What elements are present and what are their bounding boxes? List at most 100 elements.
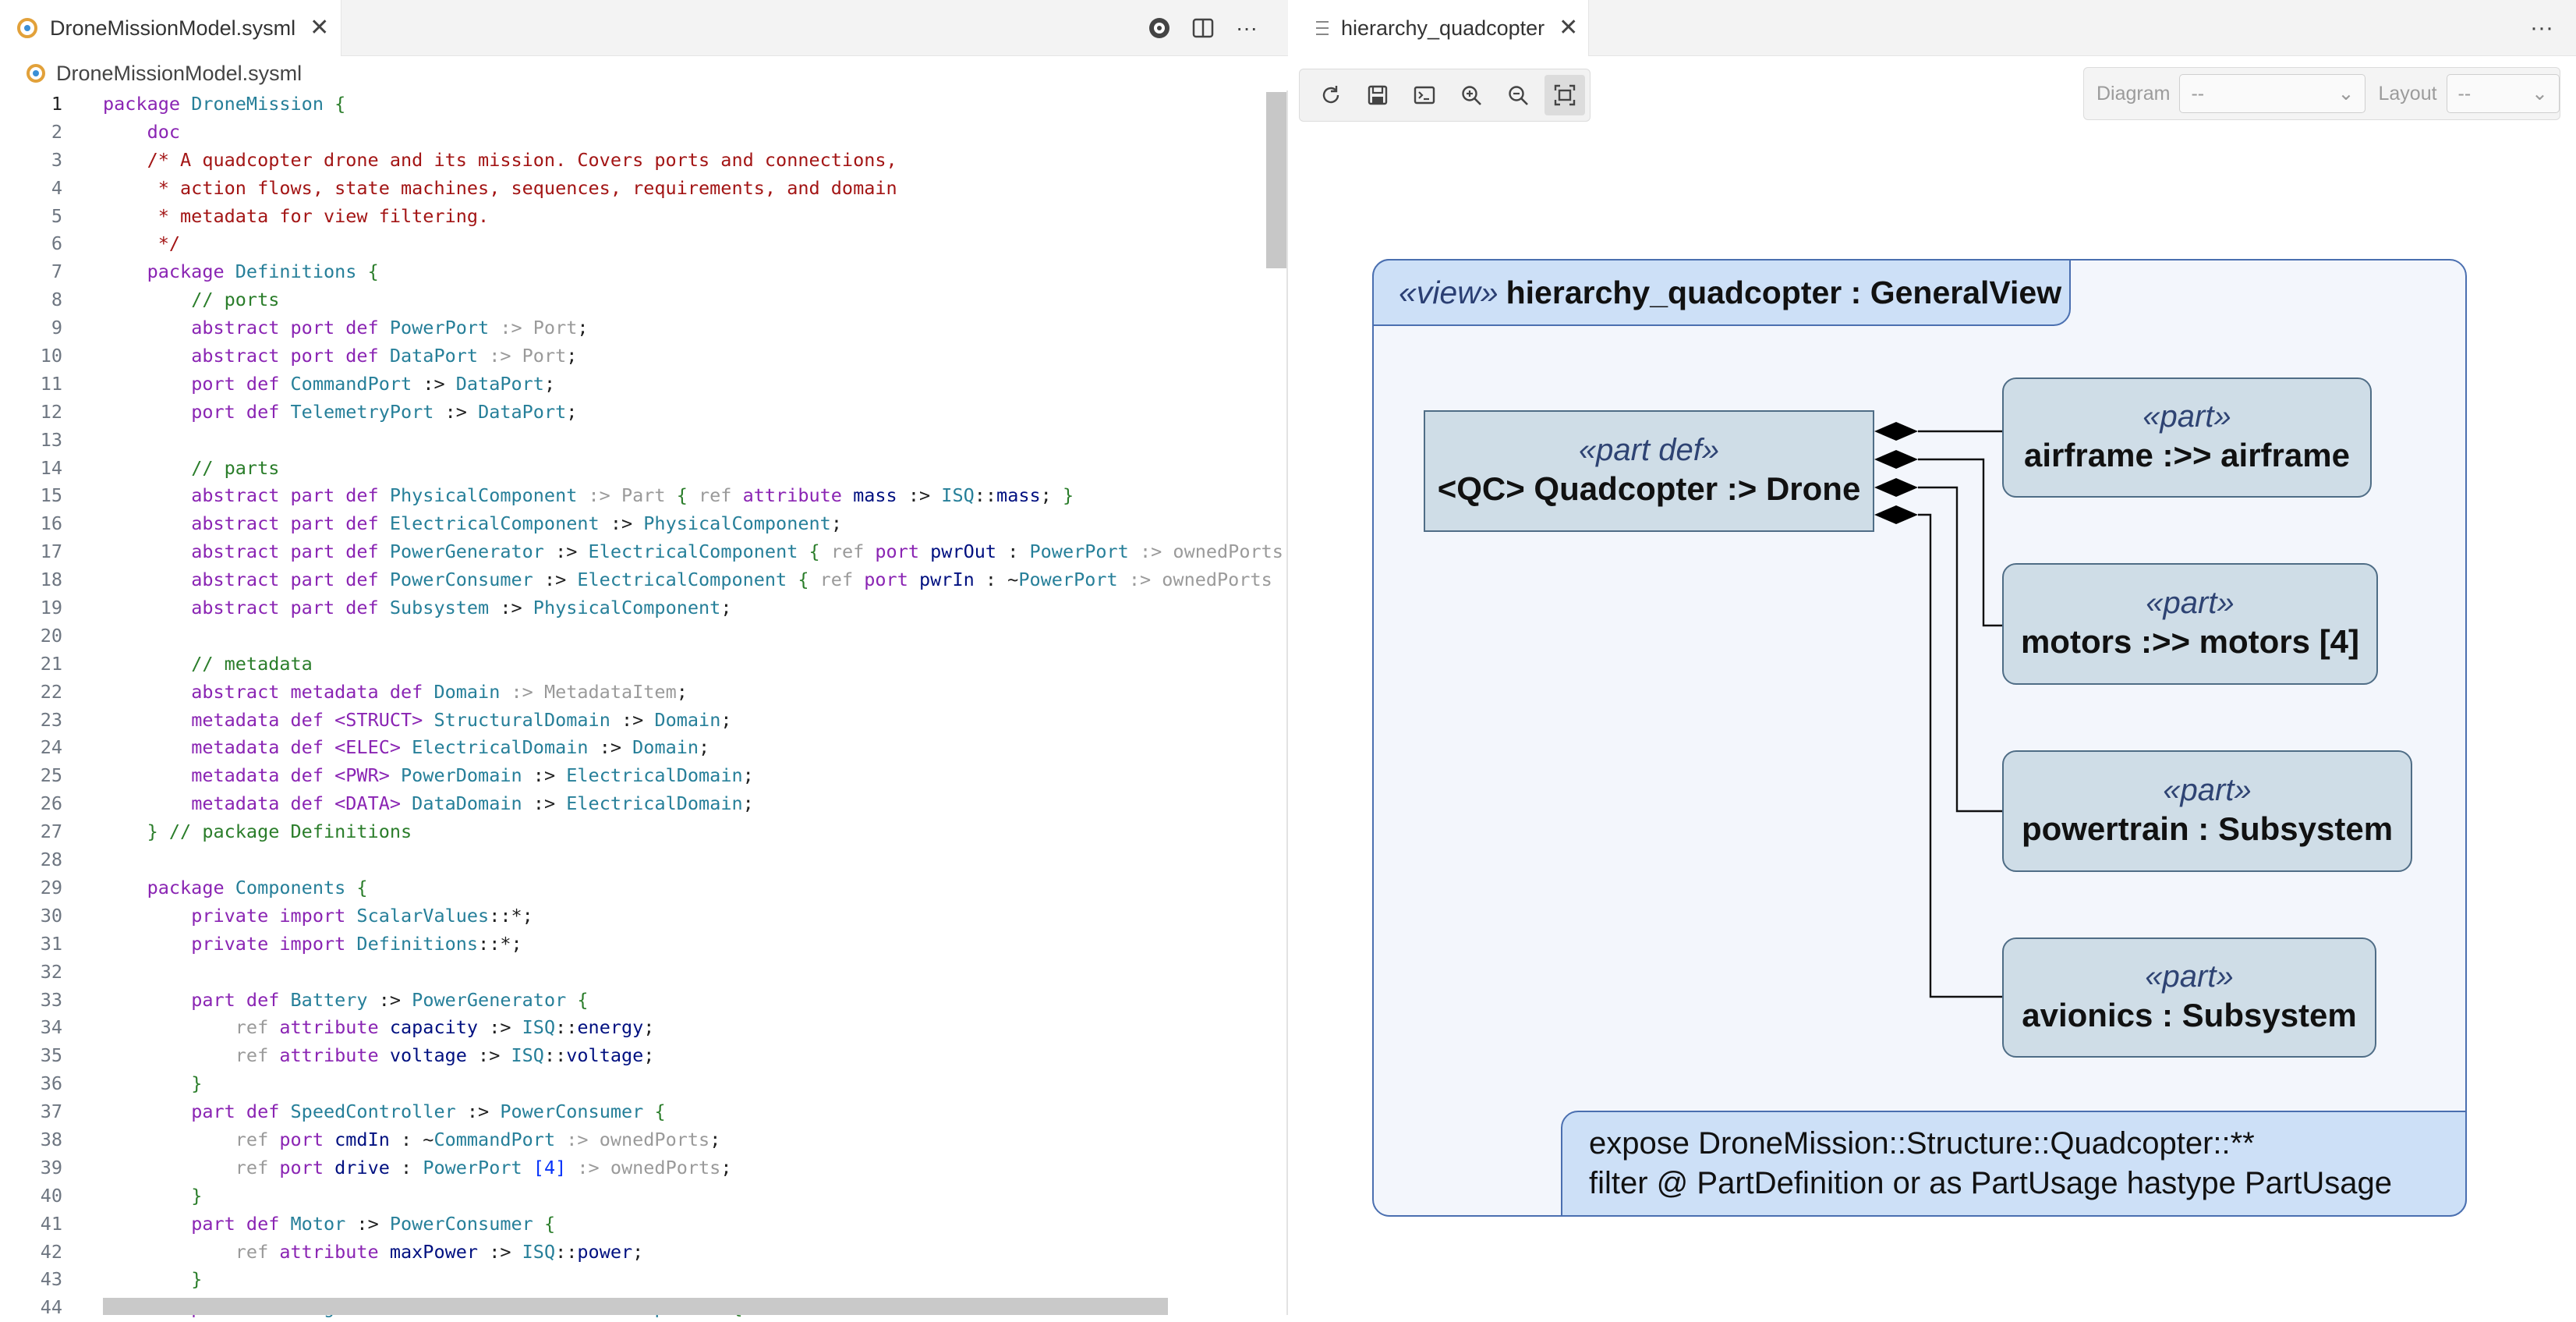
code-line[interactable]: 39 ref port drive : PowerPort [4] :> own… (0, 1154, 1266, 1182)
code-line[interactable]: 32 (0, 959, 1266, 987)
code-line[interactable]: 26 metadata def <DATA> DataDomain :> Ele… (0, 790, 1266, 818)
code-token: :> ownedPorts (577, 1156, 721, 1178)
vertical-scrollbar[interactable] (1266, 92, 1286, 268)
preview-icon[interactable] (1146, 15, 1173, 41)
part-airframe[interactable]: «part» airframe :>> airframe (2002, 377, 2372, 498)
code-line[interactable]: 27 } // package Definitions (0, 818, 1266, 846)
code-token: port (875, 540, 931, 563)
code-line[interactable]: 20 (0, 622, 1266, 650)
code-line[interactable]: 29 package Components { (0, 874, 1266, 902)
code-line[interactable]: 38 ref port cmdIn : ~CommandPort :> owne… (0, 1126, 1266, 1154)
code-line[interactable]: 8 // ports (0, 286, 1266, 314)
code-token: { (654, 1100, 666, 1123)
code-line[interactable]: 9 abstract port def PowerPort :> Port; (0, 314, 1266, 342)
code-token: DroneMission (191, 93, 335, 115)
code-line[interactable]: 21 // metadata (0, 650, 1266, 679)
code-token: Domain (433, 680, 511, 703)
code-token: attribute (279, 1240, 390, 1263)
code-line[interactable]: 3 /* A quadcopter drone and its mission.… (0, 147, 1266, 175)
part-def-quadcopter[interactable]: «part def» <QC> Quadcopter :> Drone (1424, 410, 1874, 532)
code-line[interactable]: 34 ref attribute capacity :> ISQ::energy… (0, 1014, 1266, 1042)
part-avionics[interactable]: «part» avionics : Subsystem (2002, 937, 2376, 1058)
part-powertrain[interactable]: «part» powertrain : Subsystem (2002, 750, 2412, 872)
code-line[interactable]: 37 part def SpeedController :> PowerCons… (0, 1098, 1266, 1126)
code-line[interactable]: 11 port def CommandPort :> DataPort; (0, 370, 1266, 399)
code-line[interactable]: 25 metadata def <PWR> PowerDomain :> Ele… (0, 762, 1266, 790)
code-line[interactable]: 14 // parts (0, 455, 1266, 483)
refresh-icon[interactable] (1311, 75, 1351, 115)
code-token (103, 482, 191, 510)
split-editor-icon[interactable] (1190, 15, 1216, 41)
code-token: private import (191, 932, 357, 955)
line-number: 20 (40, 624, 62, 647)
code-line[interactable]: 13 (0, 427, 1266, 455)
layout-select[interactable]: -- ⌄ (2446, 74, 2560, 113)
code-line[interactable]: 18 abstract part def PowerConsumer :> El… (0, 566, 1272, 594)
code-token (103, 1210, 191, 1239)
code-line[interactable]: 35 ref attribute voltage :> ISQ::voltage… (0, 1042, 1266, 1070)
code-line[interactable]: 7 package Definitions { (0, 258, 1266, 286)
code-token: * metadata for view filtering. (147, 204, 490, 227)
code-token: PhysicalComponent (389, 484, 589, 507)
terminal-icon[interactable] (1404, 75, 1445, 115)
line-number: 29 (40, 876, 62, 898)
code-line[interactable]: 5 * metadata for view filtering. (0, 203, 1266, 231)
code-line[interactable]: 42 ref attribute maxPower :> ISQ::power; (0, 1239, 1266, 1267)
code-line[interactable]: 23 metadata def <STRUCT> StructuralDomai… (0, 707, 1266, 735)
code-line[interactable]: 15 abstract part def PhysicalComponent :… (0, 482, 1266, 510)
document-lines-icon (1316, 21, 1329, 35)
code-token: metadata def (191, 792, 335, 815)
more-actions-icon[interactable]: ··· (1236, 16, 1258, 40)
horizontal-scrollbar[interactable] (103, 1298, 1168, 1315)
code-token: } (191, 1268, 203, 1291)
breadcrumb-file[interactable]: DroneMissionModel.sysml (56, 61, 303, 85)
code-line[interactable]: 33 part def Battery :> PowerGenerator { (0, 987, 1266, 1015)
line-number: 26 (40, 792, 62, 815)
code-line[interactable]: 43 } (0, 1266, 1266, 1294)
more-actions-icon[interactable]: ··· (2530, 15, 2553, 41)
code-token (103, 370, 191, 399)
code-token: port (279, 1128, 335, 1150)
code-line[interactable]: 36 } (0, 1070, 1266, 1098)
code-token: ; (566, 400, 578, 423)
save-icon[interactable] (1357, 75, 1398, 115)
code-token: :> (466, 1100, 501, 1123)
code-token: :> (533, 792, 567, 815)
code-line[interactable]: 10 abstract port def DataPort :> Port; (0, 342, 1266, 370)
code-line[interactable]: 24 metadata def <ELEC> ElectricalDomain … (0, 734, 1266, 762)
code-token: :> ownedPorts (1128, 569, 1272, 591)
code-token: :: (555, 1016, 578, 1039)
code-line[interactable]: 30 private import ScalarValues::*; (0, 902, 1266, 930)
fit-view-icon[interactable] (1545, 75, 1585, 115)
zoom-in-icon[interactable] (1451, 75, 1491, 115)
code-line[interactable]: 31 private import Definitions::*; (0, 930, 1266, 959)
close-icon[interactable]: ✕ (1559, 15, 1579, 41)
code-line[interactable]: 17 abstract part def PowerGenerator :> E… (0, 538, 1283, 566)
code-line[interactable]: 6 */ (0, 230, 1266, 258)
view-header[interactable]: «view» hierarchy_quadcopter : GeneralVie… (1372, 259, 2071, 326)
code-line[interactable]: 22 abstract metadata def Domain :> Metad… (0, 679, 1266, 707)
code-token: PowerDomain (401, 764, 533, 787)
code-line[interactable]: 12 port def TelemetryPort :> DataPort; (0, 399, 1266, 427)
viewer-tab[interactable]: hierarchy_quadcopter ✕ (1290, 0, 1589, 56)
part-motors[interactable]: «part» motors :>> motors [4] (2002, 563, 2378, 685)
close-icon[interactable]: ✕ (310, 15, 330, 41)
code-line[interactable]: 40 } (0, 1182, 1266, 1210)
diagram-select[interactable]: -- ⌄ (2179, 74, 2366, 113)
code-token: TelemetryPort (290, 400, 445, 423)
code-token: metadata def (191, 708, 335, 731)
editor-tab-label: DroneMissionModel.sysml (50, 16, 296, 40)
expose-filter-box[interactable]: expose DroneMission::Structure::Quadcopt… (1561, 1111, 2467, 1217)
code-line[interactable]: 16 abstract part def ElectricalComponent… (0, 510, 1266, 538)
zoom-out-icon[interactable] (1498, 75, 1538, 115)
code-token (103, 342, 191, 370)
code-line[interactable]: 28 (0, 846, 1266, 874)
code-line[interactable]: 41 part def Motor :> PowerConsumer { (0, 1210, 1266, 1239)
code-line[interactable]: 2 doc (0, 119, 1266, 147)
code-line[interactable]: 19 abstract part def Subsystem :> Physic… (0, 594, 1266, 622)
code-line[interactable]: 4 * action flows, state machines, sequen… (0, 175, 1266, 203)
code-token: ::*; (489, 904, 533, 927)
editor-tab[interactable]: DroneMissionModel.sysml ✕ (0, 0, 341, 56)
